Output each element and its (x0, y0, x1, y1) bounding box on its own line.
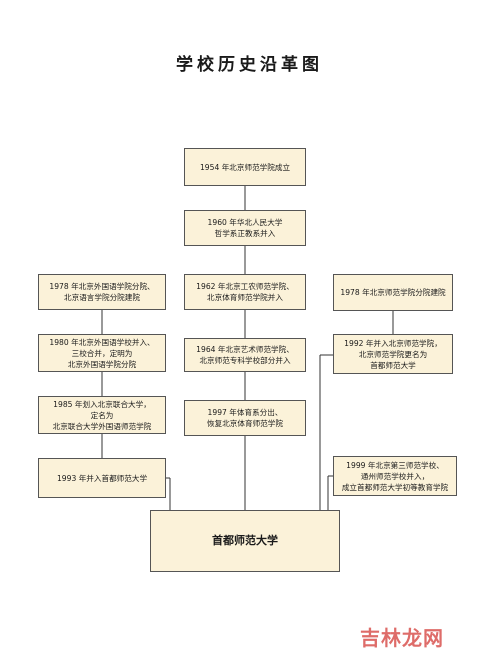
node-1978-left-label: 1978 年北京外国语学院分院、 北京语言学院分院建院 (49, 282, 155, 302)
node-1978-right: 1978 年北京师范学院分院建院 (333, 274, 453, 311)
node-1992: 1992 年并入北京师范学院， 北京师范学院更名为 首都师范大学 (333, 334, 453, 374)
node-1980-label: 1980 年北京外国语学校并入、 三校合并，定明为 北京外国语学院分院 (49, 337, 155, 369)
node-1960: 1960 年华北人民大学 哲学系正教系并入 (184, 210, 306, 246)
node-1954: 1954 年北京师范学院成立 (184, 148, 306, 186)
node-1962: 1962 年北京工农师范学院、 北京体育师范学院并入 (184, 274, 306, 310)
node-1997: 1997 年体育系分出、 恢复北京体育师范学院 (184, 400, 306, 436)
node-1964: 1964 年北京艺术师范学院、 北京师范专科学校部分并入 (184, 338, 306, 372)
node-final-university-label: 首都师范大学 (212, 534, 278, 548)
node-1985-label: 1985 年划入北京联合大学， 定名为 北京联合大学外国语师范学院 (52, 399, 152, 431)
node-1993: 1993 年并入首都师范大学 (38, 458, 166, 498)
node-1962-label: 1962 年北京工农师范学院、 北京体育师范学院并入 (196, 282, 294, 302)
page-title: 学校历史沿革图 (176, 55, 323, 75)
node-1978-left: 1978 年北京外国语学院分院、 北京语言学院分院建院 (38, 274, 166, 310)
node-1999-label: 1999 年北京第三师范学校、 通州师范学校并入， 成立首都师范大学初等教育学院 (341, 460, 449, 492)
node-1954-label: 1954 年北京师范学院成立 (199, 162, 291, 172)
node-final-university: 首都师范大学 (150, 510, 340, 572)
node-1992-label: 1992 年并入北京师范学院， 北京师范学院更名为 首都师范大学 (344, 338, 442, 370)
node-1980: 1980 年北京外国语学校并入、 三校合并，定明为 北京外国语学院分院 (38, 334, 166, 372)
node-1964-label: 1964 年北京艺术师范学院、 北京师范专科学校部分并入 (196, 345, 294, 365)
node-1978-right-label: 1978 年北京师范学院分院建院 (340, 288, 446, 297)
node-1997-label: 1997 年体育系分出、 恢复北京体育师范学院 (207, 408, 283, 428)
node-1993-label: 1993 年并入首都师范大学 (56, 473, 148, 483)
node-1999: 1999 年北京第三师范学校、 通州师范学校并入， 成立首都师范大学初等教育学院 (333, 456, 457, 496)
node-1960-label: 1960 年华北人民大学 哲学系正教系并入 (207, 218, 283, 238)
node-1985: 1985 年划入北京联合大学， 定名为 北京联合大学外国语师范学院 (38, 396, 166, 434)
watermark: 吉林龙网 (360, 626, 444, 650)
